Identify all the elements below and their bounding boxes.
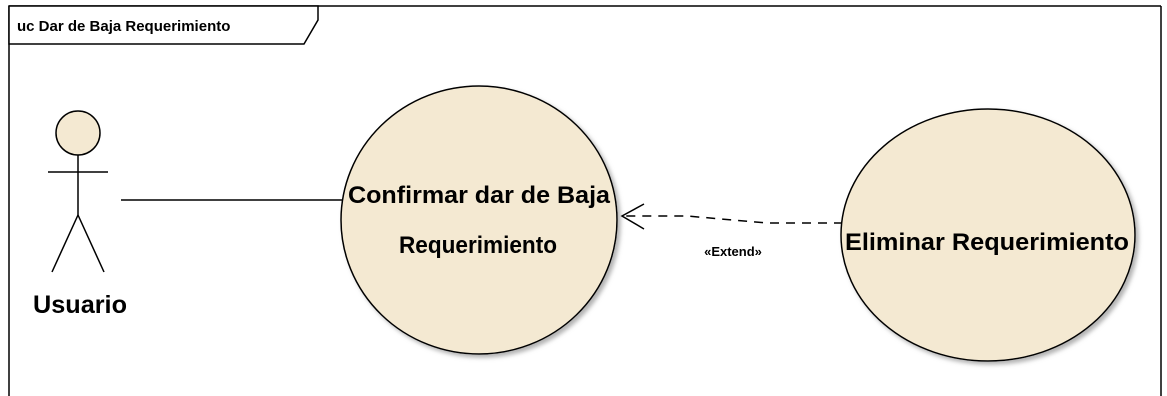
- use-case-ellipse: [840, 108, 1136, 362]
- use-case-label-line-2: Requerimiento: [399, 232, 557, 259]
- diagram-frame: uc Dar de Baja Requerimiento: [8, 5, 1162, 396]
- actor-right-leg: [77, 214, 105, 273]
- actor-usuario[interactable]: Usuario: [33, 110, 127, 319]
- use-case-label-line-1: Confirmar dar de Baja: [348, 182, 611, 209]
- frame-title: uc Dar de Baja Requerimiento: [17, 18, 230, 35]
- use-case-label: Eliminar Requerimiento: [845, 229, 1129, 256]
- extend-relationship: «Extend»: [620, 203, 843, 259]
- actor-head-icon: [55, 110, 101, 156]
- actor-left-leg: [51, 214, 79, 273]
- extend-dashed-line: [622, 215, 843, 224]
- use-case-confirmar-baja[interactable]: Confirmar dar de Baja Requerimiento: [340, 85, 618, 355]
- arrowhead-icon: [620, 203, 645, 230]
- use-case-eliminar-requerimiento[interactable]: Eliminar Requerimiento: [840, 108, 1136, 362]
- extend-stereotype-label: «Extend»: [704, 244, 762, 259]
- frame-title-tab: [8, 5, 319, 45]
- use-case-ellipse: [340, 85, 618, 355]
- actor-label: Usuario: [33, 291, 127, 319]
